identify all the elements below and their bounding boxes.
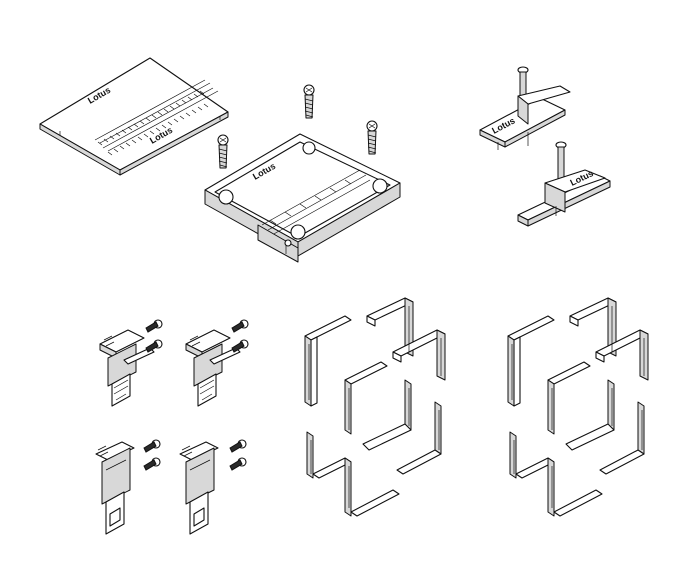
clip-icon	[95, 441, 135, 535]
screw-icon	[366, 120, 378, 155]
cover-plate-slots	[97, 90, 209, 156]
screw-icon	[231, 339, 249, 353]
top-bracket-small: Lotus	[479, 66, 571, 150]
corner-frame-icon	[304, 297, 446, 517]
screw-icon	[231, 319, 249, 333]
clip-icon	[185, 329, 241, 407]
screw-icon	[145, 339, 163, 353]
screw-icon	[229, 439, 247, 453]
screw-icon	[303, 84, 315, 119]
screw-icon	[143, 439, 161, 453]
clip-icon	[99, 329, 155, 407]
screw-icon	[217, 134, 229, 169]
cover-plate: Lotus Lotus	[39, 57, 229, 176]
screw-icon	[229, 457, 247, 471]
top-bracket-long: Lotus	[517, 141, 611, 227]
corner-frame-icon	[507, 297, 649, 517]
base-housing: Lotus	[204, 133, 401, 263]
screw-icon	[145, 319, 163, 333]
screw-icon	[143, 457, 161, 471]
clip-icon	[179, 441, 219, 535]
